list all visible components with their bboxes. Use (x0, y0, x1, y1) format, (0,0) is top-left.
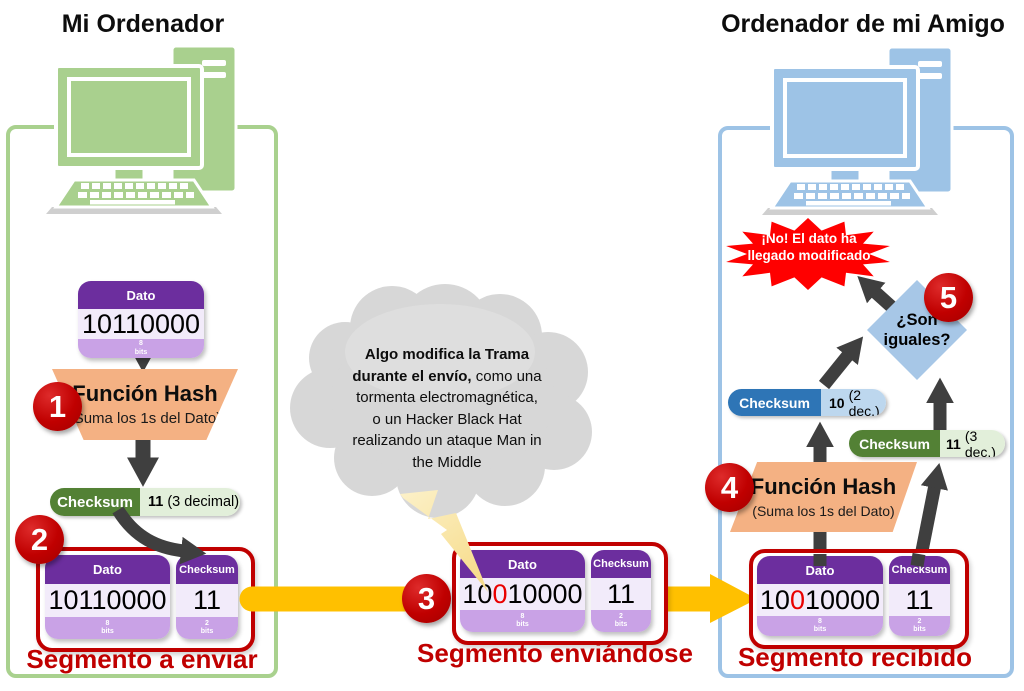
step-circle-3: 3 (402, 574, 451, 623)
page-title-left: Mi Ordenador (61, 10, 225, 38)
checksum-pill-left-value: 11(3 decimal) (140, 488, 240, 516)
step-circle-2: 2 (15, 515, 64, 564)
dato-box-value: 10110000 (78, 309, 204, 339)
hash-title-left: Función Hash (72, 381, 218, 407)
cloud-text: Algo modifica la Trama durante el envío,… (352, 346, 542, 471)
checksum-pill-left-label: Checksum (50, 488, 140, 516)
caption-segment-in-transit: Segmento enviándose (417, 638, 693, 668)
mid-checksum-value: 11 (591, 578, 651, 610)
recv-checksum-value: 11 (889, 584, 950, 616)
recv-dato-header: Dato (757, 556, 883, 584)
checksum-pill-computed: Checksum 10(2 dec.) (728, 389, 886, 416)
seg-checksum-value: 11 (176, 584, 238, 617)
recv-checksum-header: Checksum (889, 556, 950, 584)
step-circle-4: 4 (705, 463, 754, 512)
step-circle-1: 1 (33, 382, 82, 431)
modified-bit: 0 (492, 578, 508, 609)
page-title-right: Ordenador de mi Amigo (721, 10, 1005, 38)
hash-function-left: Función Hash (Suma los 1s del Dato) (52, 369, 238, 440)
caption-segment-received: Segmento recibido (737, 642, 973, 672)
hash-subtitle-right: (Suma los 1s del Dato) (752, 502, 895, 519)
checksum-pill-received: Checksum 11(3 dec.) (849, 430, 1005, 457)
checksum-pill-computed-value: 10(2 dec.) (821, 389, 886, 416)
checksum-pill-received-value: 11(3 dec.) (940, 430, 1005, 457)
mid-dato-header: Dato (460, 550, 585, 578)
seg-dato-header: Dato (45, 555, 170, 584)
modified-bit-received: 0 (789, 584, 805, 615)
hash-subtitle-left: (Suma los 1s del Dato) (68, 409, 222, 427)
step-circle-5: 5 (924, 273, 973, 322)
caption-segment-to-send: Segmento a enviar (26, 644, 258, 674)
hash-function-right: Función Hash (Suma los 1s del Dato) (730, 462, 917, 532)
seg-checksum-header: Checksum (176, 555, 238, 584)
checksum-pill-computed-label: Checksum (728, 389, 821, 416)
hash-title-right: Función Hash (750, 474, 897, 500)
checksum-pill-left: Checksum 11(3 decimal) (50, 488, 240, 516)
seg-dato-value: 10110000 (45, 584, 170, 617)
dato-box-header: Dato (78, 281, 204, 309)
mid-checksum-header: Checksum (591, 550, 651, 578)
checksum-pill-received-label: Checksum (849, 430, 940, 457)
